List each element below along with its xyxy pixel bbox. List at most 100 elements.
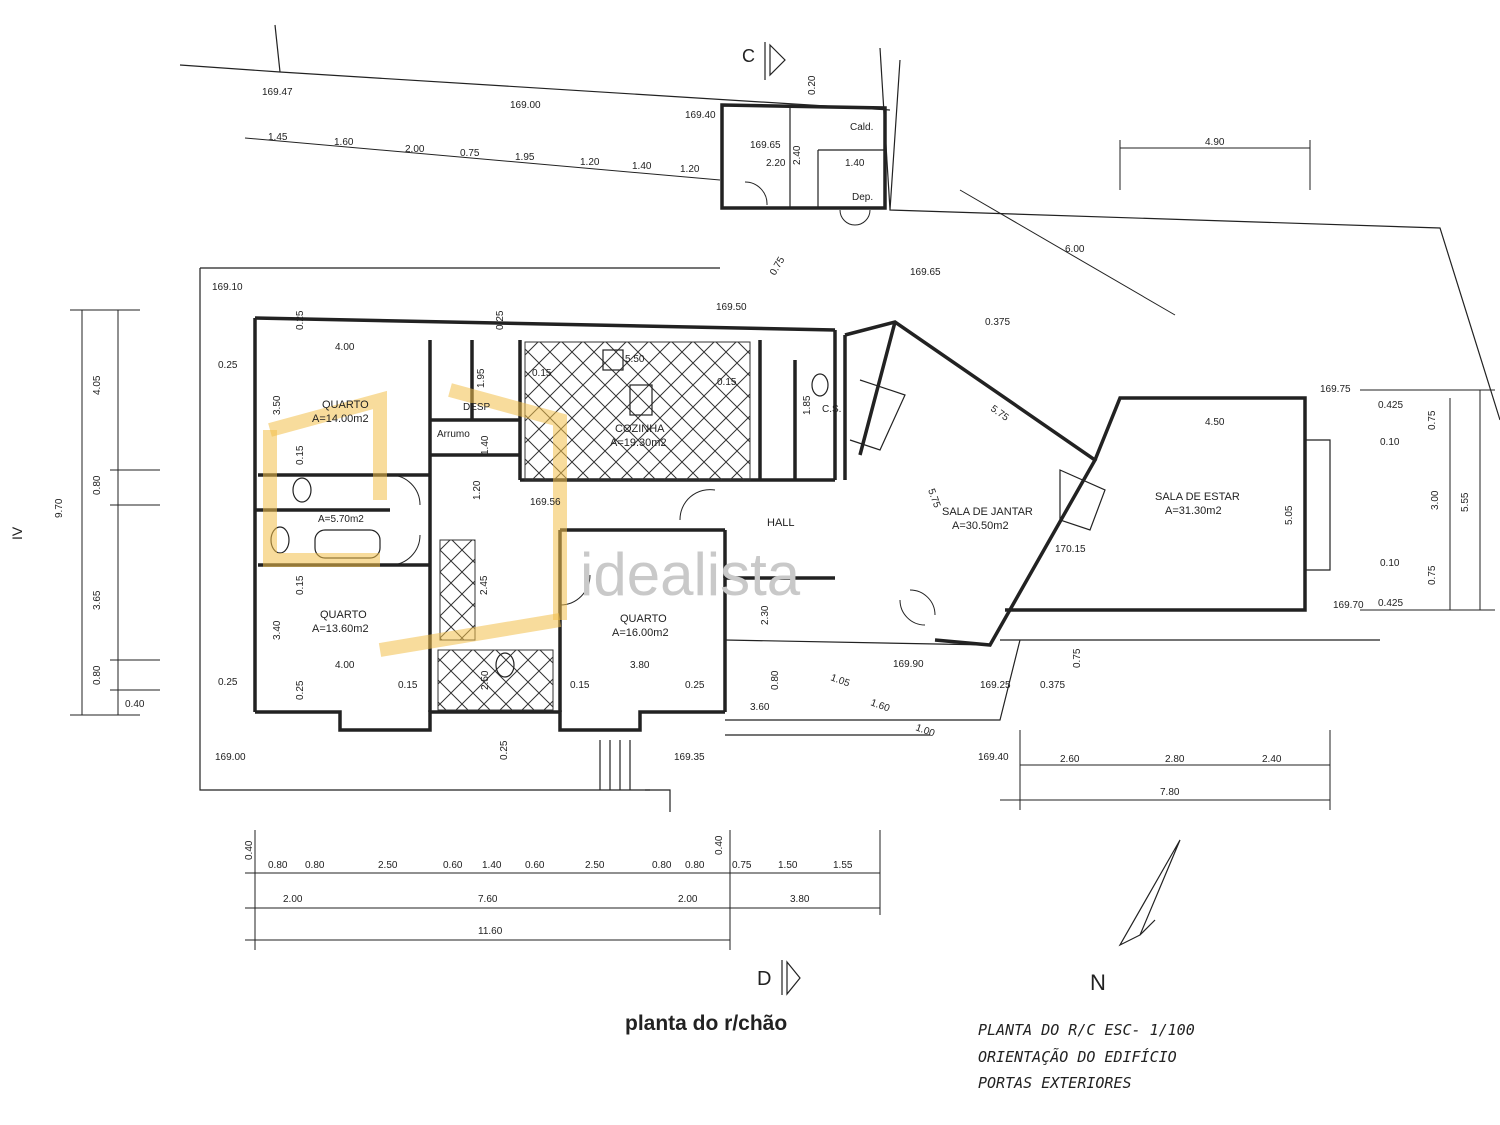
dim-label: 4.00 <box>335 660 355 671</box>
dim-label: 0.15 <box>398 680 418 691</box>
door-swings <box>389 181 936 626</box>
level-mark: 169.90 <box>893 659 924 670</box>
dim-label: 0.10 <box>1380 558 1400 569</box>
dim-label: 0.375 <box>1040 680 1065 691</box>
dim-label: 0.15 <box>295 575 306 595</box>
room-arrumo-name: Arrumo <box>437 429 470 440</box>
dim-label: 0.25 <box>295 310 306 330</box>
section-marker-c: C <box>742 46 755 66</box>
dim-label: 4.00 <box>335 342 355 353</box>
dim-label: 11.60 <box>478 926 503 937</box>
right-dimension-line <box>1000 389 1495 810</box>
room-quarto-2-name: QUARTO <box>320 609 367 621</box>
note-line-3: PORTAS EXTERIORES <box>978 1074 1132 1092</box>
dim-label: 0.80 <box>685 860 705 871</box>
dim-label: 2.40 <box>792 145 803 165</box>
dim-label: 1.60 <box>334 137 354 148</box>
level-mark: 169.25 <box>980 680 1011 691</box>
dim-label: 5.50 <box>625 354 645 365</box>
level-mark: 169.35 <box>674 752 705 763</box>
dim-label: 1.20 <box>680 164 700 175</box>
dim-label: 0.425 <box>1378 400 1403 411</box>
room-sala-estar-name: SALA DE ESTAR <box>1155 491 1240 503</box>
sanitary-fixtures <box>270 349 829 678</box>
dim-label: 0.25 <box>218 360 238 371</box>
dim-label: 2.50 <box>480 670 491 690</box>
entrance-terrace <box>599 639 1021 812</box>
dim-label: 3.40 <box>272 620 283 640</box>
room-sala-jantar-area: A=30.50m2 <box>952 520 1009 532</box>
dim-label: 9.70 <box>54 498 65 518</box>
room-quarto-1-area: A=14.00m2 <box>312 413 369 425</box>
dim-label: 1.50 <box>778 860 798 871</box>
dim-label: 0.25 <box>218 677 238 688</box>
dim-label: 0.15 <box>570 680 590 691</box>
dim-label: 1.20 <box>472 480 483 500</box>
dim-label: 3.80 <box>790 894 810 905</box>
dim-label: 0.425 <box>1378 598 1403 609</box>
dim-label: 0.25 <box>499 740 510 760</box>
dim-label: 0.20 <box>807 75 818 95</box>
dim-label: 2.45 <box>479 575 490 595</box>
dim-label: 4.50 <box>1205 417 1225 428</box>
dim-label: 2.30 <box>760 605 771 625</box>
level-mark: 170.15 <box>1055 544 1086 555</box>
dim-label: 1.60 <box>869 697 891 714</box>
wc-floor <box>437 649 554 711</box>
dim-label: 0.75 <box>1427 410 1438 430</box>
level-mark: 169.56 <box>530 497 561 508</box>
section-marker-left: IV <box>9 526 25 540</box>
room-cs-name: C.S. <box>822 404 841 415</box>
level-mark: 169.00 <box>215 752 246 763</box>
dim-label: 2.00 <box>678 894 698 905</box>
room-quarto-3-name: QUARTO <box>620 613 667 625</box>
dim-label: 0.60 <box>525 860 545 871</box>
room-cald-name: Cald. <box>850 122 873 133</box>
dim-label: 3.65 <box>92 590 103 610</box>
level-mark: 169.65 <box>750 140 781 151</box>
dim-label: 0.80 <box>305 860 325 871</box>
dim-label: 5.75 <box>925 487 942 509</box>
dim-label: 1.20 <box>580 157 600 168</box>
level-mark: 169.70 <box>1333 600 1364 611</box>
dim-label: 0.80 <box>770 670 781 690</box>
room-sala-estar-area: A=31.30m2 <box>1165 505 1222 517</box>
room-quarto-1-name: QUARTO <box>322 399 369 411</box>
dim-label: 1.00 <box>914 722 936 739</box>
top-dimension-line <box>244 137 1311 316</box>
section-marker-d: D <box>757 968 771 990</box>
dim-label: 0.25 <box>685 680 705 691</box>
dim-label: 5.55 <box>1460 492 1471 512</box>
note-line-2: ORIENTAÇÃO DO EDIFÍCIO <box>978 1047 1177 1066</box>
left-dimension-line <box>70 309 160 716</box>
note-line-1: PLANTA DO R/C ESC- 1/100 <box>978 1021 1195 1039</box>
dim-label: 5.75 <box>988 403 1011 423</box>
dim-label: 0.40 <box>714 835 725 855</box>
room-quarto-2-area: A=13.60m2 <box>312 623 369 635</box>
bottom-dimension-line <box>245 830 881 950</box>
dim-label: 0.15 <box>717 377 737 388</box>
dim-label: 0.40 <box>244 840 255 860</box>
dim-label: 2.40 <box>1262 754 1282 765</box>
dim-label: 1.95 <box>515 152 535 163</box>
dim-label: 0.80 <box>92 665 103 685</box>
room-wc-area: A=5.70m2 <box>318 514 364 525</box>
dim-label: 1.40 <box>482 860 502 871</box>
north-label: N <box>1090 970 1106 995</box>
dim-label: 1.05 <box>829 672 851 689</box>
dim-label: 0.10 <box>1380 437 1400 448</box>
section-marker-shapes <box>764 42 801 996</box>
dim-label: 6.00 <box>1065 244 1085 255</box>
dim-label: 0.75 <box>1427 565 1438 585</box>
dim-label: 0.75 <box>732 860 752 871</box>
dim-label: 1.40 <box>845 158 865 169</box>
dim-label: 3.50 <box>272 395 283 415</box>
room-dep-name: Dep. <box>852 192 873 203</box>
room-cozinha-name: COZINHA <box>615 423 665 435</box>
dim-label: 0.40 <box>125 699 145 710</box>
level-mark: 169.50 <box>716 302 747 313</box>
dim-label: 0.25 <box>495 310 506 330</box>
